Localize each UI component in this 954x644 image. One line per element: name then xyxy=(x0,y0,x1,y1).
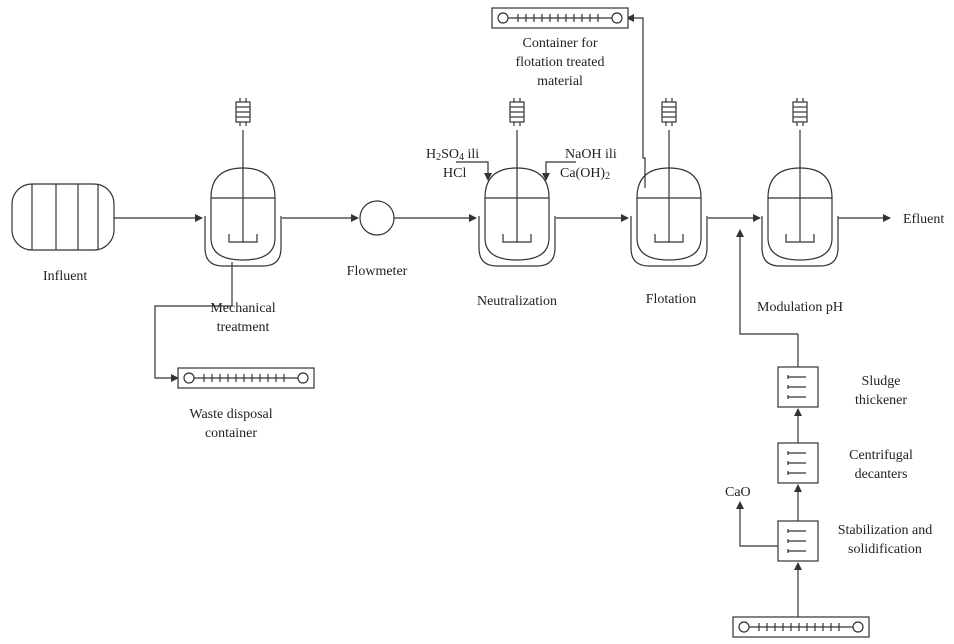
label-stabilization-1: Stabilization and xyxy=(838,523,932,538)
label-mechanical-1: Mechanical xyxy=(210,301,275,316)
label-effluent: Efluent xyxy=(903,212,944,227)
flotation-material-container xyxy=(491,7,629,29)
label-cao: CaO xyxy=(725,485,751,500)
label-waste-2: container xyxy=(205,426,257,441)
label-flotation: Flotation xyxy=(646,292,697,307)
label-base-line-1: NaOH ili xyxy=(565,147,617,162)
waste-line xyxy=(154,262,233,382)
label-acid-line-1: H2SO4 ili xyxy=(426,147,479,163)
label-stabilization-2: solidification xyxy=(848,542,922,557)
label-influent: Influent xyxy=(43,269,87,284)
label-acid-line-2: HCl xyxy=(443,166,466,181)
label-mechanical-2: treatment xyxy=(217,320,270,335)
flotation-material-line xyxy=(626,14,646,188)
waste-disposal-container xyxy=(177,367,315,389)
label-waste-1: Waste disposal xyxy=(189,407,272,422)
lime-feed-container xyxy=(732,616,870,638)
base-dosing-arrow xyxy=(542,161,576,181)
modulation-ph-reactor xyxy=(761,97,839,267)
label-container-3: material xyxy=(537,74,583,89)
label-container-1: Container for xyxy=(522,36,597,51)
label-centrifugal-1: Centrifugal xyxy=(849,448,913,463)
label-sludge-2: thickener xyxy=(855,393,907,408)
label-neutralization: Neutralization xyxy=(477,294,557,309)
label-container-2: flotation treated xyxy=(515,55,604,70)
acid-dosing-arrow xyxy=(456,161,492,181)
label-centrifugal-2: decanters xyxy=(855,467,908,482)
label-modulation: Modulation pH xyxy=(757,300,843,315)
neutralization-reactor xyxy=(478,97,556,267)
label-sludge-1: Sludge xyxy=(862,374,901,389)
label-base-line-2: Ca(OH)2 xyxy=(560,166,610,182)
label-flowmeter: Flowmeter xyxy=(347,264,408,279)
mechanical-treatment-reactor xyxy=(204,97,282,267)
flowmeter-symbol xyxy=(359,200,395,236)
sludge-treatment-train xyxy=(736,229,819,617)
influent-tank xyxy=(11,183,115,251)
